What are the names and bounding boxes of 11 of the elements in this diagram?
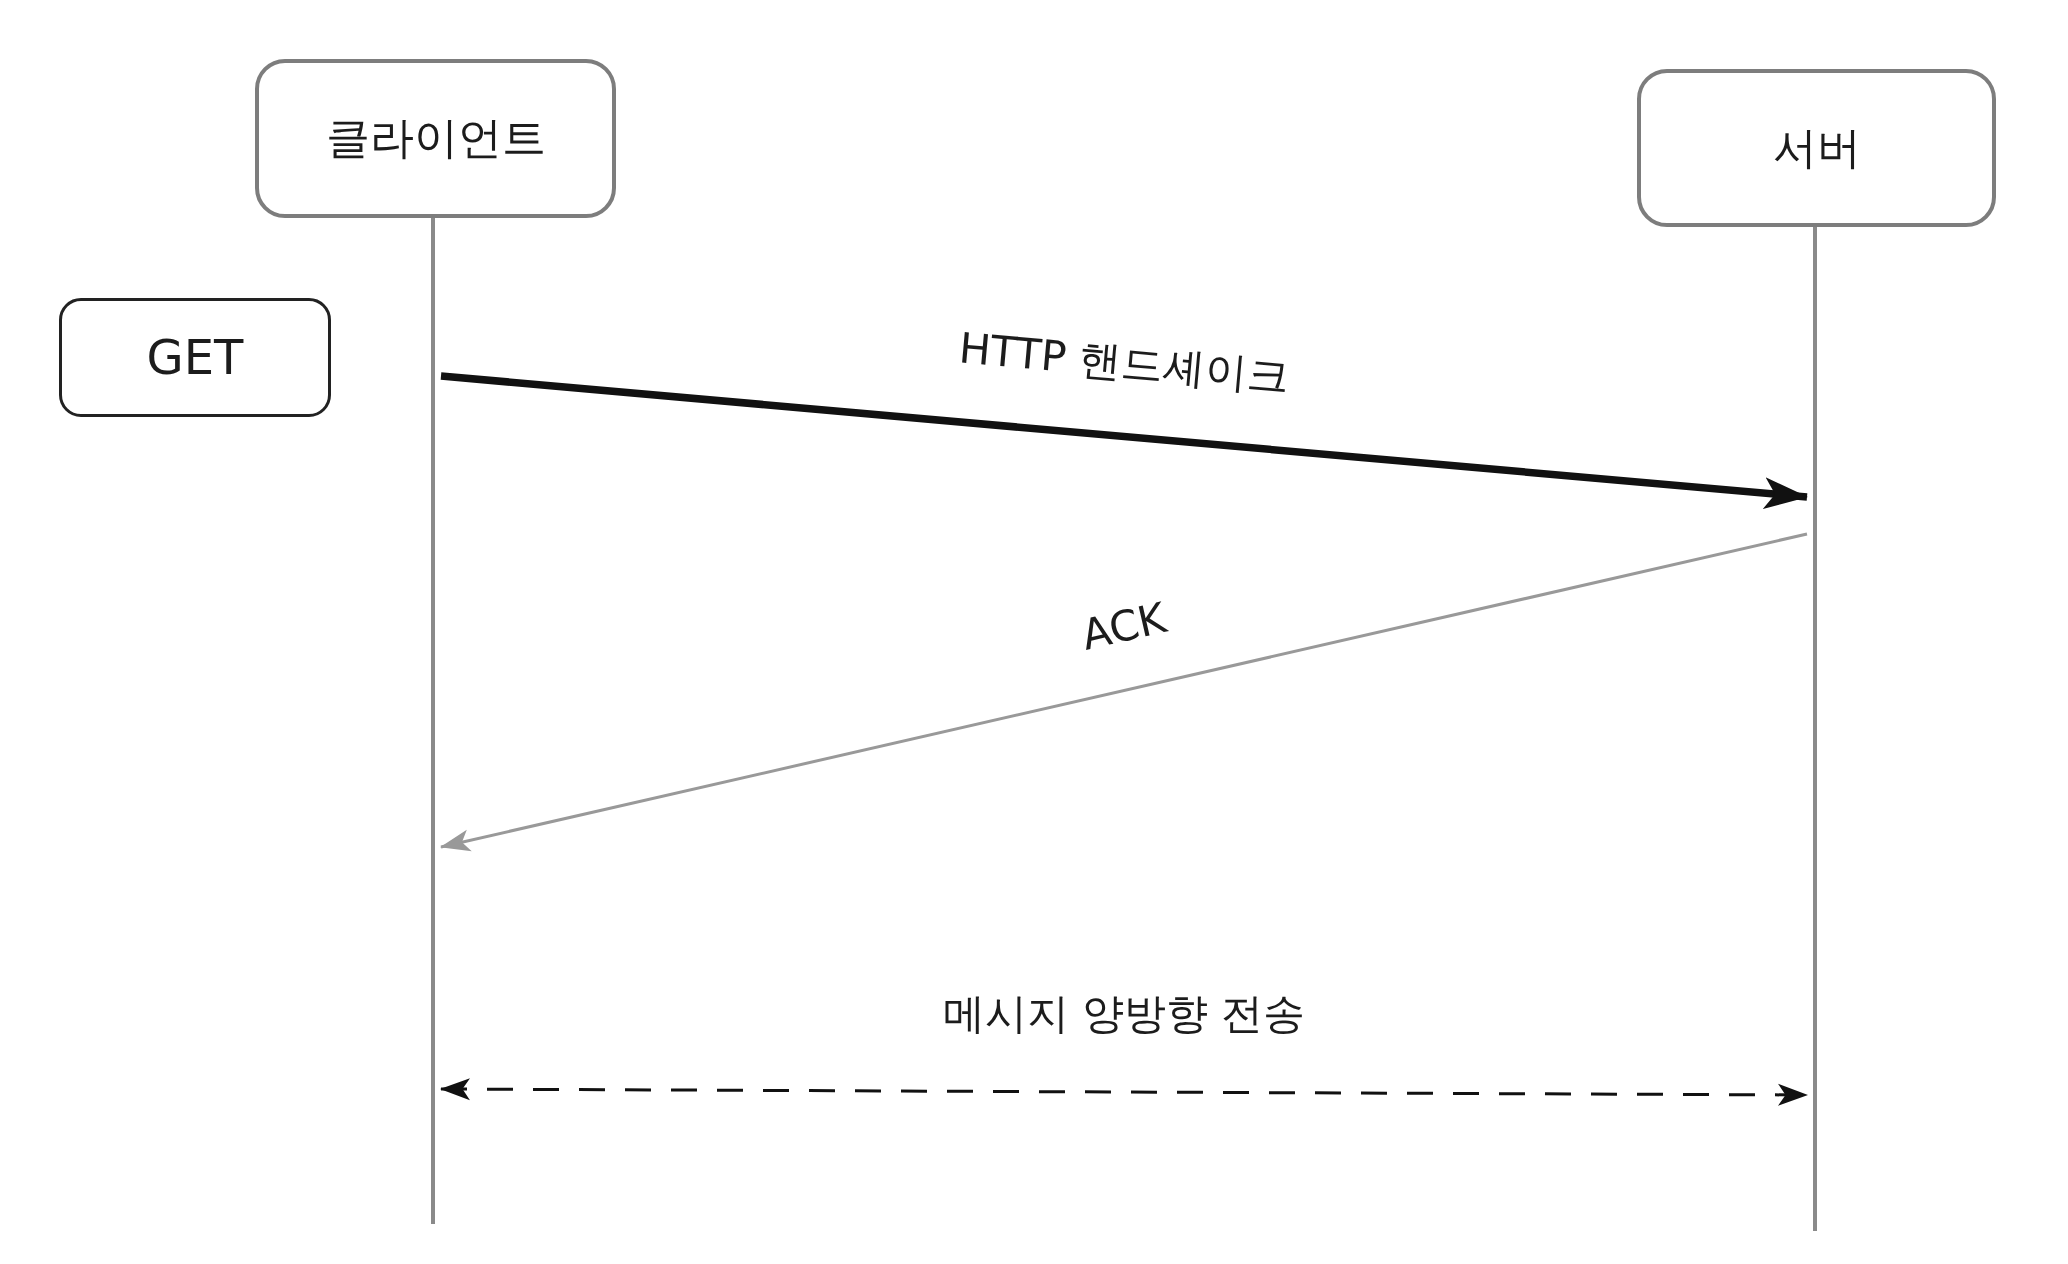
participant-name: 클라이언트 bbox=[325, 113, 546, 164]
participant-box bbox=[255, 59, 616, 218]
participant-box bbox=[1637, 69, 1996, 227]
participant-name: 서버 bbox=[1772, 122, 1861, 174]
dashed-double-arrow bbox=[440, 1078, 1808, 1106]
lifeline bbox=[1813, 227, 1817, 1231]
lifeline bbox=[431, 218, 435, 1224]
arrow bbox=[440, 372, 1808, 510]
method-box bbox=[59, 298, 331, 417]
arrow bbox=[440, 532, 1808, 852]
method-label: GET bbox=[146, 329, 244, 386]
